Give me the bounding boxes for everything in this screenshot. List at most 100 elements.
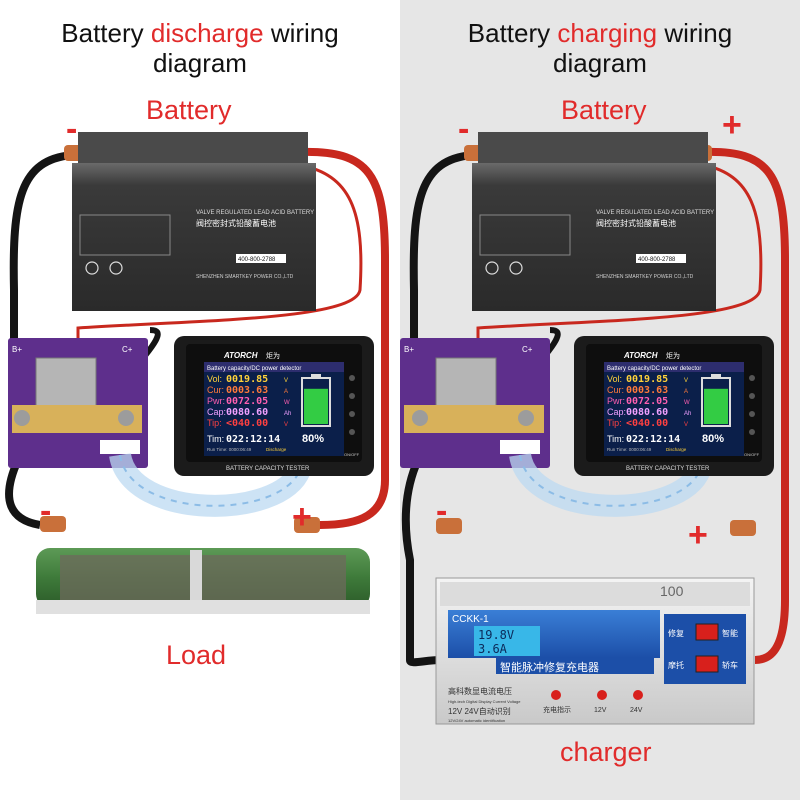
switch2-left-label: 摩托: [668, 660, 684, 670]
tester-brand-cn: 炬为: [266, 351, 280, 360]
charger-top-vent: [440, 582, 750, 606]
bin-icon: [509, 261, 523, 275]
tester-side-button[interactable]: [349, 411, 355, 417]
tester-row-label: Tip:: [207, 418, 222, 428]
tester-row-label: Pwr:: [607, 396, 625, 406]
tester-row-unit: Ah: [284, 411, 291, 417]
switch1-left-label: 修复: [668, 628, 684, 638]
charger-voltage: 19.8V: [478, 628, 514, 642]
tester-row-label: Tip:: [607, 418, 622, 428]
tester-time-value: 022:12:14: [226, 434, 280, 445]
resistor-stand: [36, 600, 370, 614]
copper-lug: [294, 517, 320, 533]
tester-row-label: Vol:: [207, 374, 222, 384]
tester-side-button[interactable]: [349, 393, 355, 399]
charging-wiring: VALVE REGULATED LEAD ACID BATTERY 阀控密封式铅…: [400, 132, 789, 725]
battery-icon-cap: [311, 374, 321, 378]
battery-phone-box: [236, 254, 286, 263]
tester-row-unit: A: [684, 389, 688, 395]
tester-side-button[interactable]: [749, 429, 755, 435]
battery-level-fill: [304, 388, 328, 424]
charger-lcd: [474, 626, 540, 656]
charging-title-suffix: wiring: [657, 18, 733, 48]
charging-title: Battery charging wiring diagram: [400, 18, 800, 78]
tester-runtime: Run Time: 0000:06:49: [207, 447, 252, 452]
bolt-icon: [518, 410, 534, 426]
lamp-24v: [633, 690, 643, 700]
charger-label: charger: [560, 737, 652, 767]
discharge-title-accent: discharge: [150, 18, 264, 48]
tester-runtime: Run Time: 0000:06:49: [607, 447, 652, 452]
connector-port: [100, 440, 140, 454]
charging-title-prefix: Battery: [467, 18, 558, 48]
battery-body: [72, 163, 316, 311]
tester-sense-wire: [476, 163, 763, 345]
battery-plus-wire: [299, 147, 389, 529]
shunt-b-plus: B+: [12, 345, 22, 354]
recycle-icon: [85, 261, 99, 275]
charger-info-2: High-tech Digital Display Current Voltag…: [448, 699, 521, 704]
resistor-coil: [60, 555, 346, 601]
tester-side-button[interactable]: [749, 411, 755, 417]
tester-header: Battery capacity/DC power detector: [607, 366, 701, 372]
tester-brand: ATORCH: [223, 351, 258, 360]
tester-time-value: 022:12:14: [626, 434, 680, 445]
tester-row-value: <040.00: [226, 418, 268, 429]
tester-row-value: 0072.05: [226, 396, 268, 407]
tester-row-value: 0019.85: [226, 374, 268, 385]
mode-switch-1[interactable]: [695, 623, 719, 641]
battery-label-left: Battery: [146, 95, 232, 125]
charger-minus-wire: [401, 458, 441, 667]
tester-side-button[interactable]: [749, 375, 755, 381]
tester-sense-wire: [76, 163, 363, 345]
connector-port: [500, 440, 540, 454]
tester-row-unit: A: [284, 389, 288, 395]
charger-rating: 100: [660, 583, 684, 599]
tester-percent: 80%: [702, 433, 724, 445]
battery-text-2: 阀控密封式铅酸蓄电池: [596, 218, 676, 228]
battery-text-2: 阀控密封式铅酸蓄电池: [196, 218, 276, 228]
tester-onoff-label: ON/OFF: [344, 452, 360, 457]
discharge-title-prefix: Battery: [61, 18, 151, 48]
data-cable-detail: [119, 454, 301, 507]
plus-sign-right-top: +: [722, 106, 742, 144]
plus-sign-right-bottom: +: [688, 516, 708, 554]
tester-row-label: Cur:: [607, 385, 624, 395]
tester-side-button[interactable]: [749, 393, 755, 399]
battery-phone: 400-800-2788: [638, 257, 676, 263]
tester-side-button[interactable]: [349, 375, 355, 381]
tester-row-value: 0080.60: [626, 407, 668, 418]
copper-lug: [436, 518, 462, 534]
tester-footer: BATTERY CAPACITY TESTER: [626, 466, 710, 472]
tester-onoff-label: ON/OFF: [744, 452, 760, 457]
load-minus-wire: [5, 458, 41, 529]
mode-switch-2[interactable]: [695, 655, 719, 673]
battery-lid: [478, 132, 708, 166]
shunt-b-plus: B+: [404, 345, 414, 354]
tester-header: Battery capacity/DC power detector: [207, 366, 301, 372]
tester-row-unit: V: [284, 378, 288, 384]
tester-side-button[interactable]: [349, 429, 355, 435]
tester-row-value: 0019.85: [626, 374, 668, 385]
battery-plus-wire: [703, 147, 789, 664]
tester-brand: ATORCH: [623, 351, 658, 360]
resistor-tap: [190, 550, 202, 606]
battery-spec-table: [479, 214, 571, 256]
tester-mode: Discharge: [266, 447, 287, 452]
data-cable-detail: [519, 454, 701, 507]
battery-icon-cap: [711, 374, 721, 378]
charging-title-line2: diagram: [553, 48, 647, 78]
battery-text-1: VALVE REGULATED LEAD ACID BATTERY: [196, 210, 314, 216]
minus-sign-right-top: -: [458, 110, 470, 148]
tester-row-value: <040.00: [626, 418, 668, 429]
tester-row-value: 0003.63: [626, 385, 668, 396]
recycle-icon: [485, 261, 499, 275]
tester-row-unit: Ah: [684, 411, 691, 417]
tester-row-value: 0003.63: [226, 385, 268, 396]
battery-lid: [78, 132, 308, 166]
plus-sign-left-bottom: +: [292, 498, 312, 536]
battery-level-icon: [701, 377, 731, 427]
shunt-board-right: B+ C+: [400, 338, 550, 468]
